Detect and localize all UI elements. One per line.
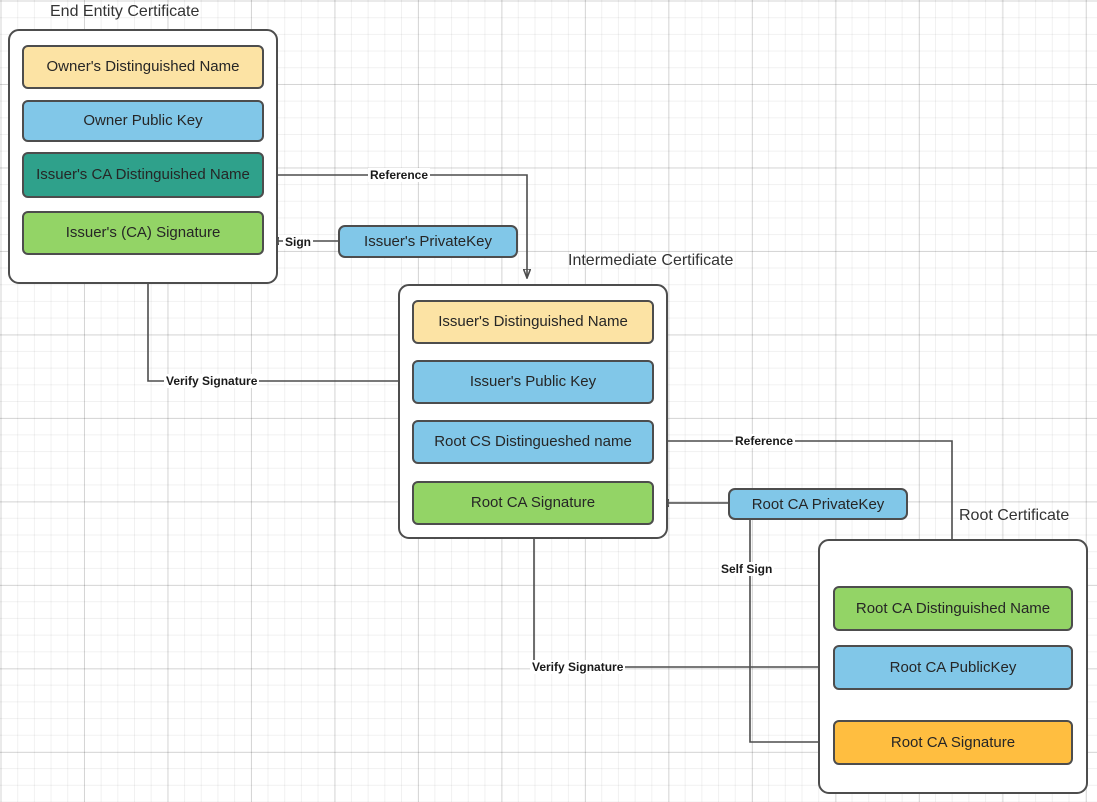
field-label: Issuer's (CA) Signature <box>65 224 221 242</box>
field-root-cs-distingueshed-name[interactable]: Root CS Distingueshed name <box>412 420 654 464</box>
field-root-ca-publickey[interactable]: Root CA PublicKey <box>833 645 1073 690</box>
intermediate-certificate-title: Intermediate Certificate <box>568 252 734 269</box>
edge-label-verify-signature-1: Verify Signature <box>164 374 260 388</box>
edge-label-verify-signature-2: Verify Signature <box>530 660 626 674</box>
field-label: Root CS Distingueshed name <box>434 433 632 451</box>
field-issuers-ca-signature[interactable]: Issuer's (CA) Signature <box>22 211 264 255</box>
edge-self-sign <box>749 520 827 742</box>
edge-label-sign-1: Sign <box>283 235 313 249</box>
field-owners-distinguished-name[interactable]: Owner's Distinguished Name <box>22 45 264 89</box>
root-ca-privatekey-box[interactable]: Root CA PrivateKey <box>728 488 908 520</box>
issuers-privatekey-label: Issuer's PrivateKey <box>364 233 492 250</box>
field-label: Root CA Distinguished Name <box>855 599 1051 617</box>
field-root-ca-distinguished-name[interactable]: Root CA Distinguished Name <box>833 586 1073 631</box>
field-label: Issuer's Public Key <box>469 373 597 391</box>
field-issuers-public-key[interactable]: Issuer's Public Key <box>412 360 654 404</box>
field-label: Root CA PublicKey <box>889 658 1017 676</box>
issuers-privatekey-box[interactable]: Issuer's PrivateKey <box>338 225 518 258</box>
field-label: Issuer's CA Distinguished Name <box>36 166 250 184</box>
field-label: Owner's Distinguished Name <box>46 58 240 76</box>
end-entity-certificate-title: End Entity Certificate <box>50 3 200 20</box>
field-label: Owner Public Key <box>83 112 203 130</box>
edge-label-self-sign: Self Sign <box>719 562 775 576</box>
field-intermediate-root-ca-signature[interactable]: Root CA Signature <box>412 481 654 525</box>
edge-label-reference-2: Reference <box>733 434 796 448</box>
edge-verify-signature-2 <box>534 518 834 668</box>
field-label: Root CA Signature <box>470 494 596 512</box>
field-label: Issuer's Distinguished Name <box>438 313 628 331</box>
field-root-ca-signature[interactable]: Root CA Signature <box>833 720 1073 765</box>
field-owner-public-key[interactable]: Owner Public Key <box>22 100 264 142</box>
root-ca-privatekey-label: Root CA PrivateKey <box>751 495 885 513</box>
field-label: Root CA Signature <box>890 733 1016 751</box>
field-issuers-ca-distinguished-name[interactable]: Issuer's CA Distinguished Name <box>22 152 264 198</box>
edge-label-reference-1: Reference <box>368 168 431 182</box>
field-issuers-distinguished-name[interactable]: Issuer's Distinguished Name <box>412 300 654 344</box>
root-certificate-title: Root Certificate <box>959 507 1070 524</box>
